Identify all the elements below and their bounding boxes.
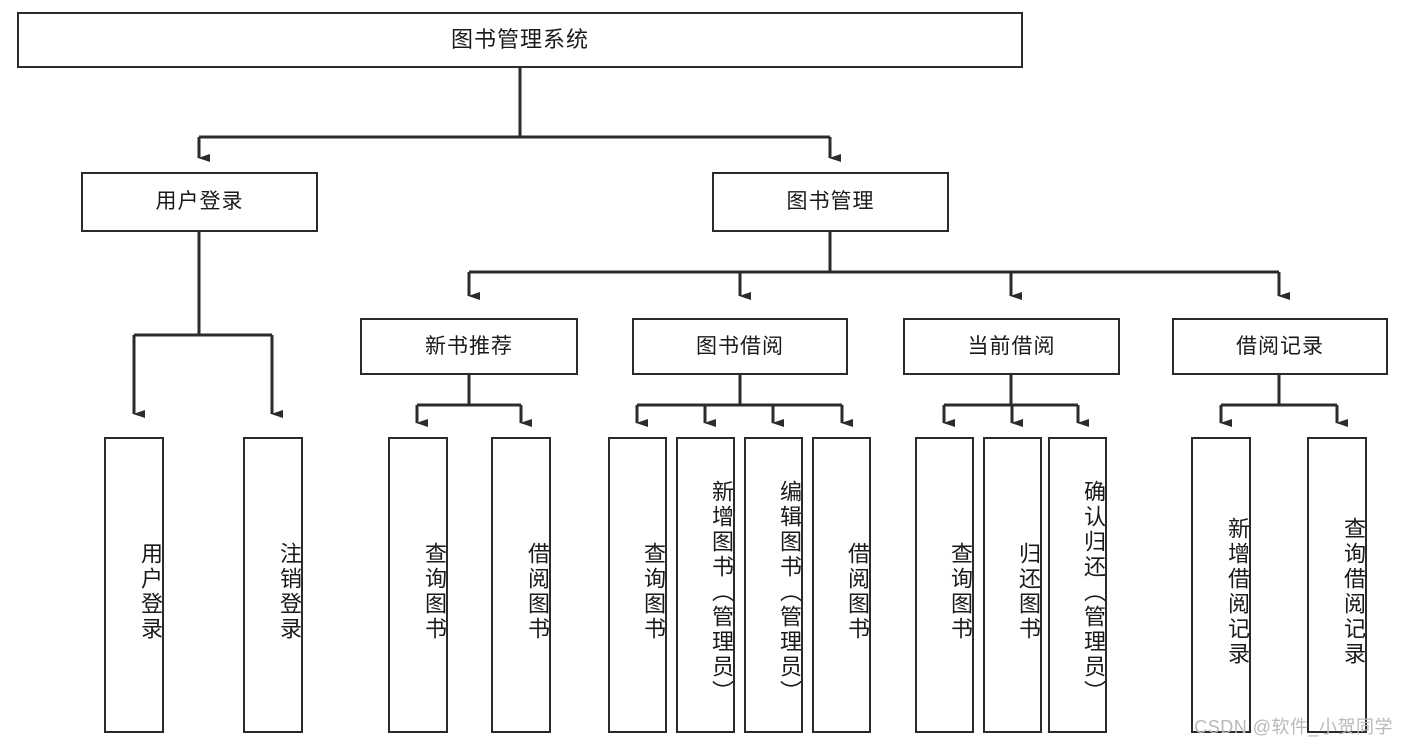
node-user-login[interactable]: 用户登录 xyxy=(81,172,318,232)
node-book-borrow-label: 图书借阅 xyxy=(696,334,784,358)
node-leaf-query-record-label: 查询借阅记录 xyxy=(1341,517,1366,667)
node-new-book-rec[interactable]: 新书推荐 xyxy=(360,318,578,375)
node-borrow-record-label: 借阅记录 xyxy=(1236,334,1324,358)
node-current-borrow-label: 当前借阅 xyxy=(967,334,1056,358)
node-leaf-borrow-book-1-label: 借阅图书 xyxy=(525,542,550,642)
node-leaf-query-book-3-label: 查询图书 xyxy=(948,542,973,642)
node-leaf-borrow-book-2[interactable]: 借阅图书 xyxy=(812,437,871,733)
node-root-label: 图书管理系统 xyxy=(450,26,589,52)
node-leaf-user-login[interactable]: 用户登录 xyxy=(104,437,164,733)
node-leaf-query-book-1-label: 查询图书 xyxy=(422,542,447,642)
node-leaf-query-record[interactable]: 查询借阅记录 xyxy=(1307,437,1367,733)
node-leaf-edit-book[interactable]: 编辑图书（管理员） xyxy=(744,437,803,733)
node-leaf-return-book[interactable]: 归还图书 xyxy=(983,437,1042,733)
node-leaf-borrow-book-2-label: 借阅图书 xyxy=(845,542,870,642)
node-leaf-confirm-return[interactable]: 确认归还（管理员） xyxy=(1048,437,1107,733)
node-leaf-return-book-label: 归还图书 xyxy=(1016,542,1041,642)
node-leaf-query-book-1[interactable]: 查询图书 xyxy=(388,437,448,733)
node-book-borrow[interactable]: 图书借阅 xyxy=(632,318,848,375)
node-book-manage[interactable]: 图书管理 xyxy=(712,172,949,232)
node-leaf-add-book[interactable]: 新增图书（管理员） xyxy=(676,437,735,733)
node-leaf-confirm-return-label: 确认归还（管理员） xyxy=(1081,479,1106,705)
node-leaf-query-book-2-label: 查询图书 xyxy=(641,542,666,642)
node-leaf-add-record[interactable]: 新增借阅记录 xyxy=(1191,437,1251,733)
node-leaf-user-login-label: 用户登录 xyxy=(138,542,163,642)
node-leaf-query-book-2[interactable]: 查询图书 xyxy=(608,437,667,733)
node-book-manage-label: 图书管理 xyxy=(786,190,875,214)
node-leaf-edit-book-label: 编辑图书（管理员） xyxy=(777,479,802,705)
node-leaf-add-book-label: 新增图书（管理员） xyxy=(709,479,734,705)
node-leaf-query-book-3[interactable]: 查询图书 xyxy=(915,437,974,733)
node-leaf-logout-label: 注销登录 xyxy=(277,542,302,642)
watermark: CSDN @软件_小贺同学 xyxy=(1194,717,1393,737)
node-current-borrow[interactable]: 当前借阅 xyxy=(903,318,1120,375)
node-leaf-borrow-book-1[interactable]: 借阅图书 xyxy=(491,437,551,733)
node-leaf-add-record-label: 新增借阅记录 xyxy=(1225,517,1250,667)
node-borrow-record[interactable]: 借阅记录 xyxy=(1172,318,1388,375)
node-root[interactable]: 图书管理系统 xyxy=(17,12,1023,68)
node-new-book-rec-label: 新书推荐 xyxy=(425,334,513,358)
node-leaf-logout[interactable]: 注销登录 xyxy=(243,437,303,733)
node-user-login-label: 用户登录 xyxy=(155,190,244,214)
